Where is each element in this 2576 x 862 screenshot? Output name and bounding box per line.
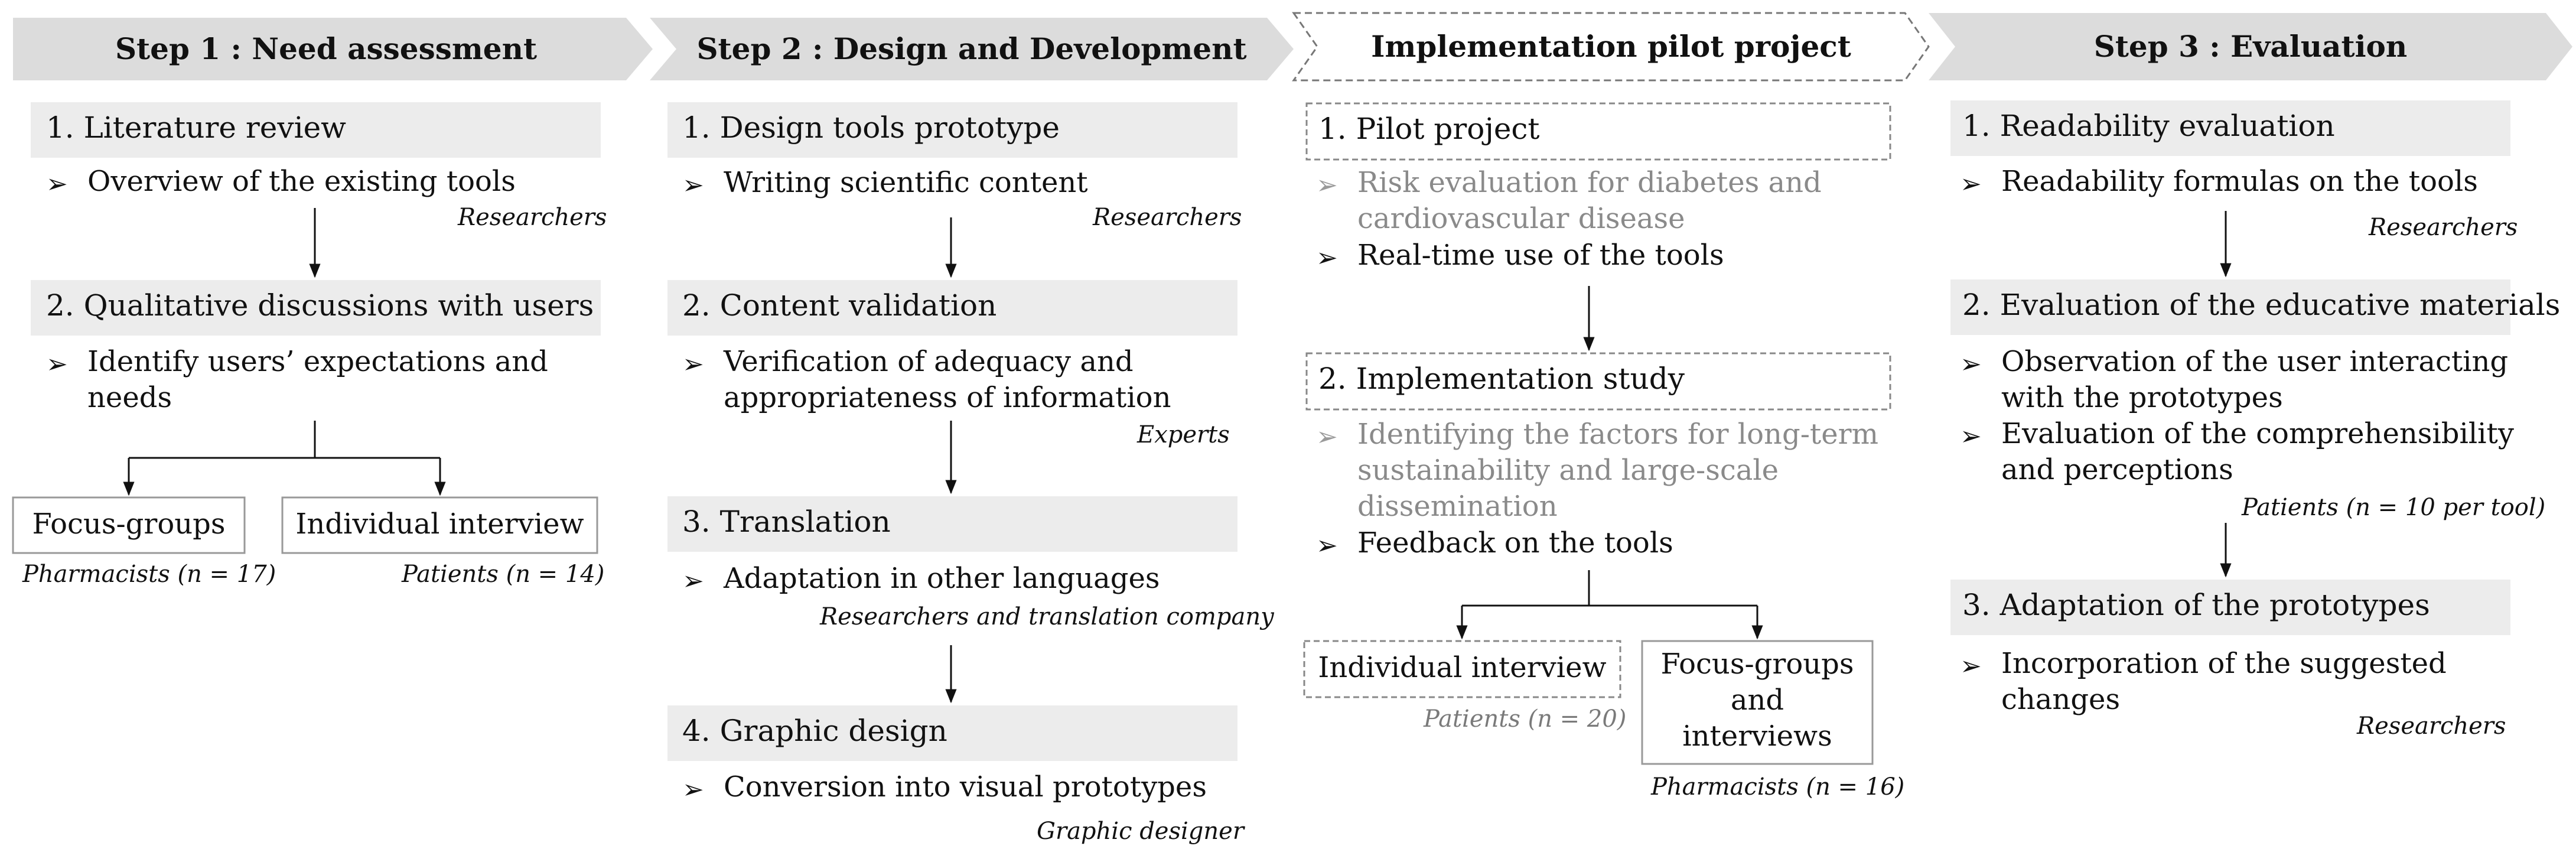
bullet-arrow-icon: ➢ (682, 566, 704, 596)
c1-s2-item-line: Identify users’ expectations and (87, 345, 548, 378)
bullet-arrow-icon: ➢ (46, 349, 68, 379)
c2-s2-title-box (667, 280, 1237, 336)
c2-s4-title-box (667, 705, 1237, 761)
c1-s2-title-box (31, 280, 601, 336)
bullet-arrow-icon: ➢ (1316, 422, 1338, 452)
c4-s3-item-line: changes (2001, 683, 2121, 716)
c4-s3-title-box (1950, 580, 2510, 635)
c4-s2-item1-line: Observation of the user interacting (2001, 345, 2509, 378)
step2-header-label: Step 2 : Design and Development (696, 31, 1247, 66)
c3-s2-title-box (1305, 352, 1891, 411)
c2-s1-role: Researchers (1093, 204, 1242, 231)
bullet-arrow-icon: ➢ (1960, 651, 1982, 681)
c3-leaf1-role: Patients (n = 20) (1424, 705, 1627, 733)
c4-s2-item1-line: with the prototypes (2001, 381, 2283, 414)
c1-s2-title: 2. Qualitative discussions with users (46, 288, 594, 323)
c1-s1-role: Researchers (458, 204, 607, 231)
c4-s1-item-line: Readability formulas on the tools (2001, 165, 2478, 198)
c4-s2-item2-line: Evaluation of the comprehensibility (2001, 417, 2514, 450)
c3-s2-item1-line: Identifying the factors for long-term (1357, 418, 1879, 451)
c2-s3-item-line: Adaptation in other languages (724, 562, 1160, 595)
c1-s1-title: 1. Literature review (46, 110, 346, 145)
c3-s2-item2-line: Feedback on the tools (1357, 526, 1673, 560)
c3-s2-title: 2. Implementation study (1318, 362, 1685, 396)
bullet-arrow-icon: ➢ (1316, 531, 1338, 561)
bullet-arrow-icon: ➢ (682, 170, 704, 200)
c2-s3-title: 3. Translation (682, 505, 891, 539)
c1-leaf2-role: Patients (n = 14) (402, 561, 605, 588)
c4-s1-title: 1. Readability evaluation (1962, 109, 2335, 143)
c3-leaf1-box (1303, 640, 1621, 698)
c4-s3-title: 3. Adaptation of the prototypes (1962, 588, 2430, 622)
c1-s1-title-box (31, 102, 601, 158)
c3-s2-item1-line: sustainability and large-scale (1357, 454, 1779, 487)
c2-s2-title: 2. Content validation (682, 288, 997, 323)
bullet-arrow-icon: ➢ (46, 169, 68, 199)
c3-leaf2-label-line: interviews (1682, 720, 1832, 753)
c3-s1-item2-line: Real-time use of the tools (1357, 239, 1724, 272)
c1-leaf2-box (281, 496, 598, 554)
c2-s2-item-line: appropriateness of information (724, 381, 1171, 414)
c3-leaf2-label-line: Focus-groups (1660, 648, 1854, 681)
step3-header-label: Step 3 : Evaluation (2093, 29, 2408, 64)
c4-s3-role: Researchers (2357, 713, 2506, 740)
c1-leaf1-role: Pharmacists (n = 17) (22, 561, 276, 588)
c2-s2-role: Experts (1137, 421, 1230, 448)
pilot-header-label: Implementation pilot project (1371, 29, 1851, 64)
step2-header-chevron (650, 18, 1294, 80)
c1-s1-item-line: Overview of the existing tools (87, 165, 516, 198)
c3-s1-title: 1. Pilot project (1318, 112, 1540, 146)
c1-leaf1-label: Focus-groups (32, 508, 226, 541)
c3-leaf2-role: Pharmacists (n = 16) (1651, 773, 1905, 801)
c3-s1-title-box (1305, 102, 1891, 161)
bullet-arrow-icon: ➢ (682, 349, 704, 379)
c1-leaf1-box (12, 496, 246, 554)
c4-s1-title-box (1950, 100, 2510, 156)
step3-header-chevron (1929, 13, 2572, 80)
bullet-arrow-icon: ➢ (1960, 169, 1982, 199)
c2-s4-item-line: Conversion into visual prototypes (724, 770, 1207, 804)
bullet-arrow-icon: ➢ (1960, 349, 1982, 379)
c2-s3-role: Researchers and translation company (820, 603, 1274, 630)
c3-s2-item1-line: dissemination (1357, 490, 1558, 523)
c1-s2-item-line: needs (87, 381, 172, 414)
pilot-header-chevron (1292, 12, 1930, 82)
c4-s2-title-box (1950, 279, 2510, 335)
c2-s4-title: 4. Graphic design (682, 714, 947, 748)
bullet-arrow-icon: ➢ (1316, 243, 1338, 273)
c3-leaf2-box (1641, 640, 1874, 765)
c1-leaf2-label: Individual interview (295, 508, 584, 541)
c3-leaf2-label-line: and (1730, 684, 1784, 717)
bullet-arrow-icon: ➢ (682, 775, 704, 805)
step1-header-chevron (13, 18, 653, 80)
bullet-arrow-icon: ➢ (1960, 421, 1982, 451)
c4-s2-title: 2. Evaluation of the educative materials (1962, 288, 2561, 322)
c4-s3-item-line: Incorporation of the suggested (2001, 647, 2447, 680)
c4-s2-role: Patients (n = 10 per tool) (2242, 494, 2546, 521)
c2-s1-item-line: Writing scientific content (724, 166, 1088, 199)
c3-s1-item1-line: cardiovascular disease (1357, 202, 1685, 235)
c3-leaf1-label: Individual interview (1318, 651, 1607, 684)
c4-s1-role: Researchers (2369, 214, 2518, 241)
c2-s3-title-box (667, 496, 1237, 552)
c2-s4-role: Graphic designer (1037, 818, 1244, 845)
c3-s1-item1-line: Risk evaluation for diabetes and (1357, 166, 1822, 199)
c4-s2-item2-line: and perceptions (2001, 453, 2233, 486)
c2-s1-title: 1. Design tools prototype (682, 110, 1060, 145)
c2-s2-item-line: Verification of adequacy and (724, 345, 1134, 378)
bullet-arrow-icon: ➢ (1316, 170, 1338, 200)
c2-s1-title-box (667, 102, 1237, 158)
step1-header-label: Step 1 : Need assessment (115, 31, 538, 66)
